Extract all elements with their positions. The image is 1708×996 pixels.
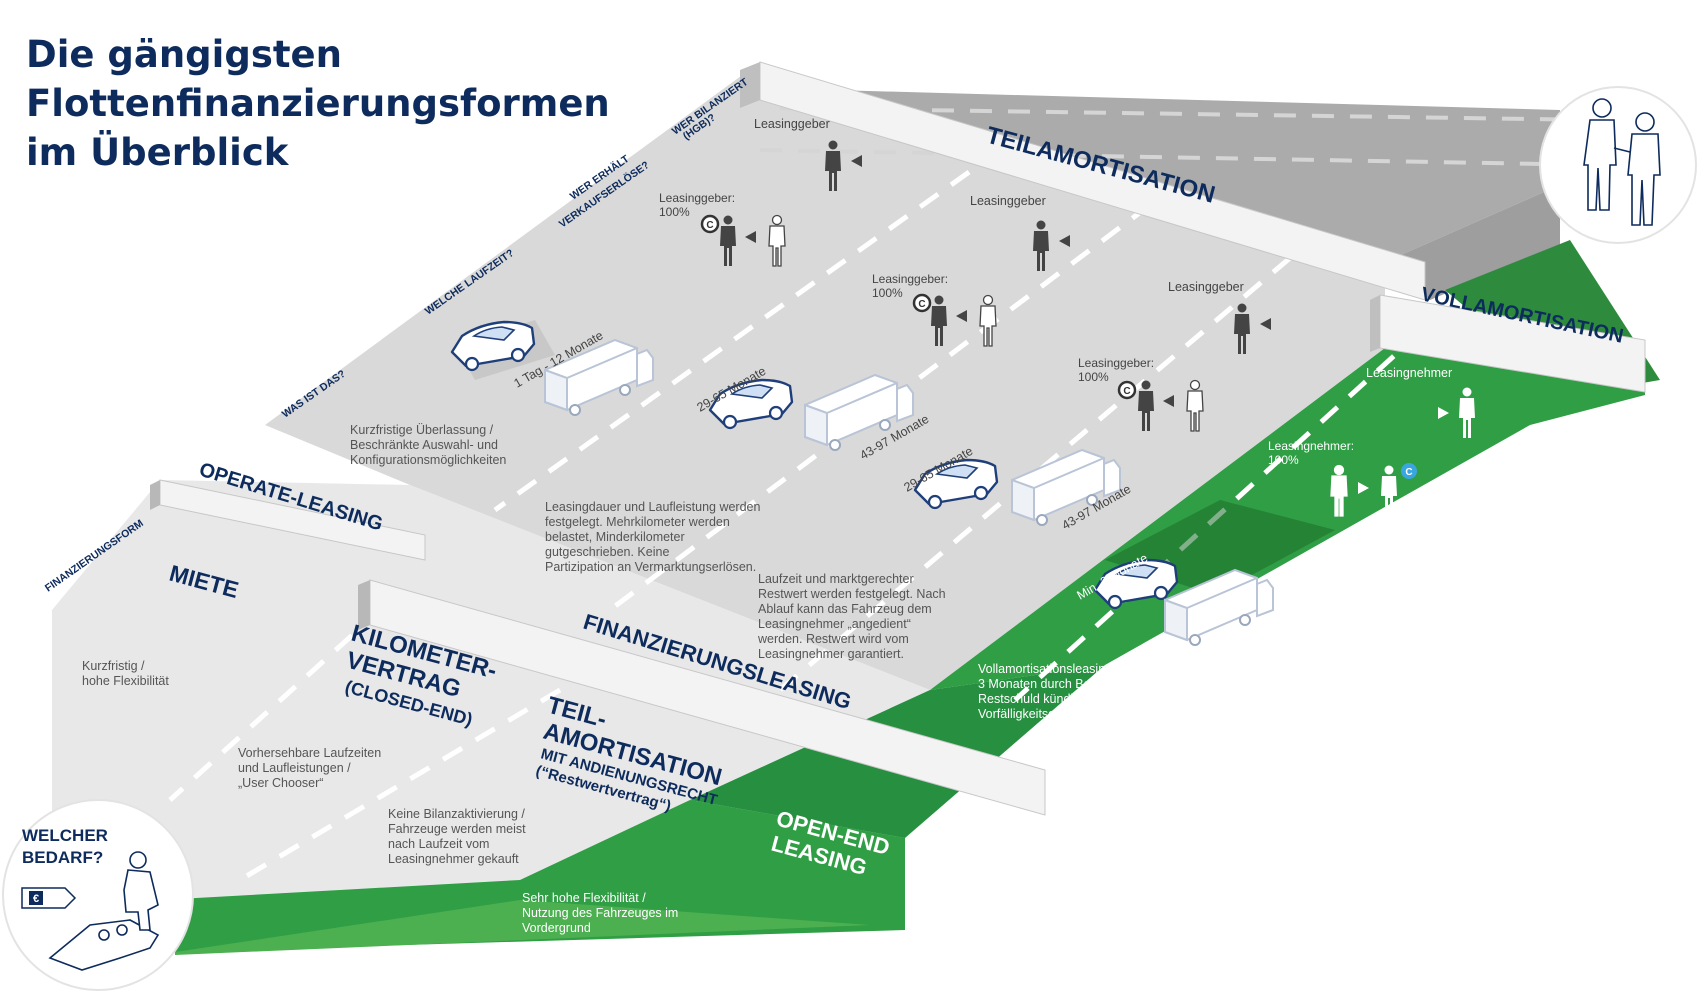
badge-line-2: BEDARF?	[22, 848, 103, 867]
proceeds-km-label: Leasinggeber:	[872, 272, 948, 286]
euro-glyph: €	[33, 893, 39, 905]
detail-teil-6: Leasingnehmer garantiert.	[758, 647, 904, 661]
detail-open-4: Vorfälligkeitsentschädigung.	[978, 707, 1133, 721]
category-walls	[150, 61, 1646, 816]
desc-open-1: Sehr hohe Flexibilität /	[522, 891, 646, 905]
desc-miete-1: Kurzfristig /	[82, 659, 145, 673]
need-badge: WELCHER BEDARF? €	[2, 799, 194, 991]
arrow-right-icon	[1358, 482, 1369, 494]
detail-teil-1: Laufzeit und marktgerechter	[758, 572, 914, 586]
person-on-car-key-icon	[48, 851, 160, 971]
arrow-left-icon	[1163, 395, 1174, 407]
title-line-3: im Überblick	[26, 131, 289, 174]
balance-miete-label: Leasinggeber	[754, 117, 830, 131]
coin-icon	[1117, 380, 1137, 400]
desc-open-2: Nutzung des Fahrzeuges im	[522, 906, 678, 920]
coin-icon	[912, 293, 932, 313]
arrow-left-icon	[745, 231, 756, 243]
lane-descriptions: Kurzfristig / hohe Flexibilität Vorherse…	[82, 659, 526, 866]
detail-km-2: festgelegt. Mehrkilometer werden	[545, 515, 730, 529]
desc-km-1: Vorhersehbare Laufzeiten	[238, 746, 381, 760]
arrow-left-icon	[1059, 235, 1070, 247]
arrow-left-icon	[1260, 318, 1271, 330]
balance-column: Leasinggeber Leasinggeber Leasinggeber L…	[754, 117, 1475, 438]
detail-km-1: Leasingdauer und Laufleistung werden	[545, 500, 760, 514]
front-green-plane	[160, 800, 905, 952]
balance-open-label: Leasingnehmer	[1366, 366, 1452, 380]
desc-teil-3: nach Laufzeit vom	[388, 837, 489, 851]
proceeds-miete-label: Leasinggeber:	[659, 191, 735, 205]
desc-open-3: Vordergrund	[522, 921, 591, 935]
arrow-left-icon	[851, 155, 862, 167]
coin-glyph: C	[1405, 467, 1412, 478]
desc-teil-2: Fahrzeuge werden meist	[388, 822, 526, 836]
proceeds-open-value: 100%	[1268, 453, 1299, 467]
detail-km-3: belastet, Minderkilometer	[545, 530, 685, 544]
price-tag-icon: €	[21, 887, 77, 909]
detail-open-2: 3 Monaten durch Begleichen der	[978, 677, 1159, 691]
proceeds-teil-label: Leasinggeber:	[1078, 356, 1154, 370]
detail-teil-3: Ablauf kann das Fahrzeug dem	[758, 602, 932, 616]
lane-markings	[168, 106, 1601, 883]
coin-icon	[700, 214, 720, 234]
proceeds-teil-value: 100%	[1078, 370, 1109, 384]
desc-km-3: „User Chooser“	[238, 776, 323, 790]
handshake-badge	[1539, 86, 1697, 244]
upper-grey-plane	[265, 62, 1385, 690]
detail-miete-3: Konfigurationsmöglichkeiten	[350, 453, 506, 467]
detail-open-3: Restschuld kündbar ist. Ohne	[978, 692, 1142, 706]
page-title: Die gängigsten Flottenfinanzierungsforme…	[26, 30, 610, 177]
desc-miete-2: hohe Flexibilität	[82, 674, 169, 688]
desc-teil-1: Keine Bilanzaktivierung /	[388, 807, 525, 821]
detail-km-5: Partizipation an Vermarktungserlösen.	[545, 560, 756, 574]
desc-open-end: Sehr hohe Flexibilität / Nutzung des Fah…	[522, 891, 678, 935]
arrow-left-icon	[956, 310, 967, 322]
desc-km-2: und Laufleistungen /	[238, 761, 351, 775]
detail-open-end: Vollamortisationsleasing, das ab 3 Monat…	[978, 662, 1159, 721]
proceeds-km-value: 100%	[872, 286, 903, 300]
detail-open-1: Vollamortisationsleasing, das ab	[978, 662, 1157, 676]
detail-miete-1: Kurzfristige Überlassung /	[350, 423, 494, 437]
proceeds-miete-value: 100%	[659, 205, 690, 219]
desc-teil-4: Leasingnehmer gekauft	[388, 852, 519, 866]
title-line-1: Die gängigsten	[26, 33, 342, 76]
detail-teil-4: Leasingnehmer „angedient“	[758, 617, 911, 631]
handshake-people-icon	[1583, 98, 1661, 226]
coin-icon	[1401, 463, 1417, 479]
balance-teil-label: Leasinggeber	[1168, 280, 1244, 294]
lane-details: Kurzfristige Überlassung / Beschränkte A…	[350, 423, 946, 661]
arrow-right-icon	[1438, 407, 1449, 419]
detail-teil-2: Restwert werden festgelegt. Nach	[758, 587, 946, 601]
detail-miete-2: Beschränkte Auswahl- und	[350, 438, 498, 452]
balance-km-label: Leasinggeber	[970, 194, 1046, 208]
badge-line-1: WELCHER	[22, 826, 108, 845]
detail-teil-5: werden. Restwert wird vom	[757, 632, 909, 646]
front-green-strip	[175, 900, 870, 955]
proceeds-open-label: Leasingnehmer:	[1268, 439, 1354, 453]
detail-km-4: gutgeschrieben. Keine	[545, 545, 669, 559]
title-line-2: Flottenfinanzierungsformen	[26, 82, 610, 125]
far-grey-road-lower	[1385, 185, 1560, 300]
proceeds-column: Leasinggeber: 100% Leasinggeber: 100% Le…	[659, 191, 1417, 517]
